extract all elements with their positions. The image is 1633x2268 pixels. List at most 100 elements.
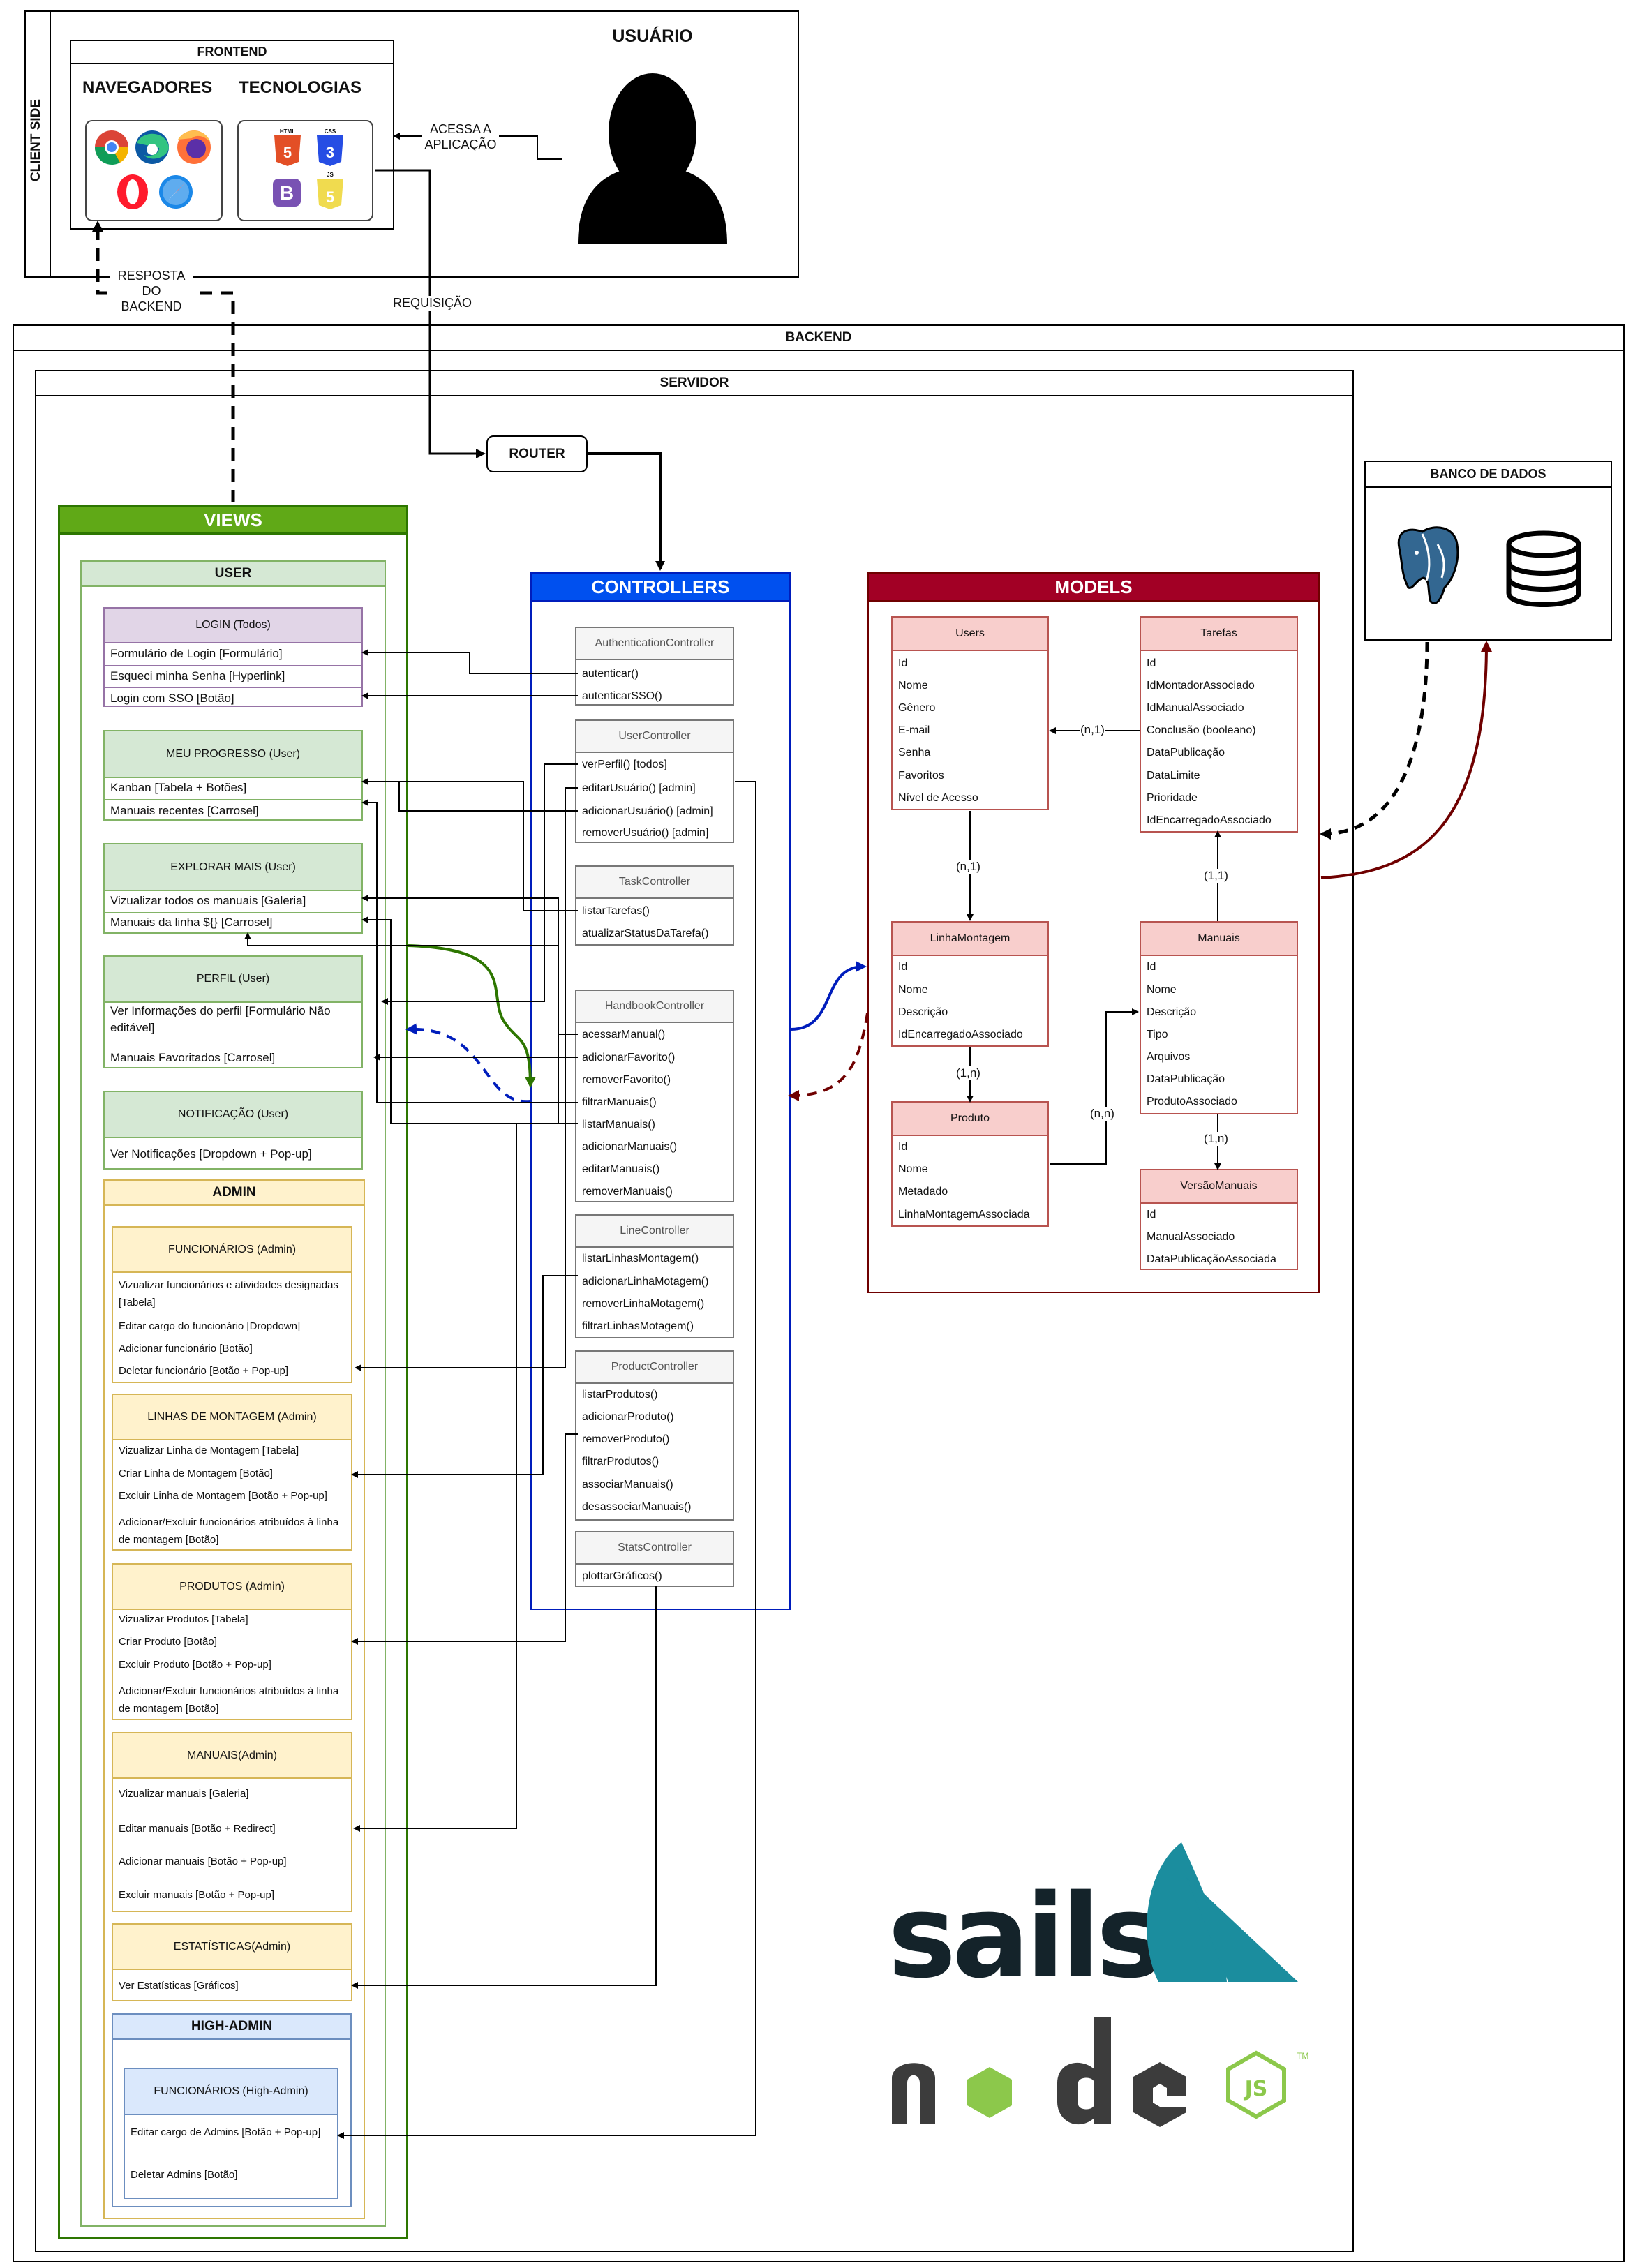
admin-card-item[interactable]: Adicionar manuais [Botão + Pop-up]: [119, 1856, 287, 1867]
controller-method: verPerfil() [todos]: [582, 759, 667, 770]
link-line-view: [351, 1275, 578, 1478]
view-card-item[interactable]: Vizualizar todos os manuais [Galeria]: [110, 894, 306, 907]
svg-text:CSS: CSS: [325, 128, 336, 135]
css3-icon: 3 CSS: [317, 128, 343, 166]
node-js-mark: JS: [1244, 2077, 1268, 2101]
controller-method: autenticarSSO(): [582, 690, 662, 702]
view-card-item[interactable]: Ver Notificações [Dropdown + Pop-up]: [110, 1147, 312, 1161]
chrome-icon: [94, 130, 129, 165]
admin-card-item[interactable]: Excluir manuais [Botão + Pop-up]: [119, 1889, 275, 1901]
controller-method: listarLinhasMontagem(): [582, 1253, 699, 1264]
view-card-title: MEU PROGRESSO (User): [105, 731, 361, 778]
controller-method: plottarGráficos(): [582, 1570, 662, 1582]
relation-label: (1,n): [1204, 1132, 1228, 1146]
label-response: RESPOSTA DO BACKEND: [110, 268, 193, 314]
models-title: MODELS: [869, 574, 1318, 602]
admin-card-title: ESTATÍSTICAS(Admin): [113, 1925, 351, 1970]
view-card-item[interactable]: Esqueci minha Senha [Hyperlink]: [110, 669, 285, 682]
highadmin-card-item[interactable]: Editar cargo de Admins [Botão + Pop-up]: [131, 2126, 321, 2138]
controller-method: adicionarUsuário() [admin]: [582, 805, 713, 817]
link-stats-view: [351, 1586, 657, 1989]
admin-card-item[interactable]: Editar manuais [Botão + Redirect]: [119, 1823, 276, 1835]
safari-icon: [159, 175, 193, 209]
admin-card-item[interactable]: Vizualizar Produtos [Tabela]: [119, 1613, 248, 1625]
sails-logo: sails: [888, 1842, 1298, 2004]
view-card-item[interactable]: Manuais da linha ${} [Carrosel]: [110, 916, 273, 929]
admin-card-item[interactable]: Adicionar/Excluir funcionários atribuído…: [119, 1516, 339, 1546]
view-card-item[interactable]: Manuais Favoritados [Carrosel]: [110, 1051, 276, 1064]
user-group: USER: [80, 560, 386, 2227]
svg-text:5: 5: [326, 188, 334, 206]
controller-method: adicionarProduto(): [582, 1411, 674, 1423]
view-card-divider: [105, 687, 361, 688]
view-card-divider: [105, 665, 361, 666]
link-product-view: [351, 1433, 578, 1645]
link-adicionarusuario-func: [361, 778, 578, 812]
node-tm-mark: TM: [1297, 2051, 1308, 2061]
admin-card-item[interactable]: Ver Estatísticas [Gráficos]: [119, 1980, 239, 1992]
frontend-title: FRONTEND: [71, 41, 393, 64]
admin-card-item[interactable]: Excluir Linha de Montagem [Botão + Pop-u…: [119, 1490, 327, 1502]
model-entity-field: E-mail: [898, 724, 930, 736]
model-entity-field: DataPublicaçãoAssociada: [1147, 1253, 1276, 1265]
admin-card-item[interactable]: Vizualizar manuais [Galeria]: [119, 1788, 249, 1800]
admin-card-item[interactable]: Adicionar/Excluir funcionários atribuído…: [119, 1685, 339, 1715]
controller-name: TaskController: [576, 867, 733, 899]
user-title: USUÁRIO: [612, 27, 693, 46]
model-entity-field: LinhaMontagemAssociada: [898, 1209, 1030, 1221]
admin-card-item[interactable]: Vizualizar Linha de Montagem [Tabela]: [119, 1445, 299, 1456]
view-card-title: EXPLORAR MAIS (User): [105, 844, 361, 891]
view-card-item[interactable]: Formulário de Login [Formulário]: [110, 647, 283, 660]
edge-models-to-controllers: [788, 1013, 869, 1101]
views-title: VIEWS: [60, 507, 406, 535]
database-title: BANCO DE DADOS: [1366, 462, 1611, 488]
model-entity-field: Id: [1147, 657, 1156, 669]
view-card-item[interactable]: Ver Informações do perfil [Formulário Nã…: [110, 1004, 331, 1034]
svg-text:B: B: [280, 182, 294, 204]
router-box[interactable]: ROUTER: [486, 435, 588, 472]
edge-response: [92, 221, 235, 502]
model-entity-field: Conclusão (booleano): [1147, 724, 1256, 736]
link-verperfil-perfil: [381, 763, 578, 1005]
highadmin-card-item[interactable]: Deletar Admins [Botão]: [131, 2169, 238, 2181]
admin-card-item[interactable]: Editar cargo do funcionário [Dropdown]: [119, 1320, 301, 1332]
controller-method: filtrarManuais(): [582, 1096, 657, 1108]
admin-card-item[interactable]: Excluir Produto [Botão + Pop-up]: [119, 1659, 271, 1671]
controller-method: filtrarProdutos(): [582, 1456, 659, 1468]
admin-card-title: FUNCIONÁRIOS (Admin): [113, 1228, 351, 1273]
edge-controllers-to-views: [405, 1023, 531, 1103]
backend-title: BACKEND: [14, 326, 1623, 351]
controller-name: UserController: [576, 721, 733, 753]
admin-card-item[interactable]: Vizualizar funcionários e atividades des…: [119, 1279, 338, 1308]
relation-label: (1,n): [956, 1066, 980, 1080]
link-task-progresso: [361, 778, 578, 911]
bootstrap-icon: B: [273, 179, 301, 207]
model-entity-name: Users: [893, 618, 1047, 651]
model-entity-field: Descrição: [1147, 1006, 1197, 1018]
relation-label: (n,n): [1090, 1107, 1114, 1121]
view-card-item[interactable]: Kanban [Tabela + Botões]: [110, 781, 247, 794]
admin-card-item[interactable]: Deletar funcionário [Botão + Pop-up]: [119, 1365, 289, 1377]
model-entity-field: Nome: [1147, 984, 1177, 996]
admin-card-item[interactable]: Adicionar funcionário [Botão]: [119, 1343, 253, 1355]
admin-card-item[interactable]: Criar Produto [Botão]: [119, 1636, 217, 1648]
opera-icon: [117, 174, 148, 209]
link-listarmanuais-explorar: [361, 916, 578, 1124]
admin-card-item[interactable]: Criar Linha de Montagem [Botão]: [119, 1468, 273, 1479]
model-entity-field: Gênero: [898, 702, 936, 714]
model-entity-field: Nome: [898, 1163, 928, 1175]
controller-method: atualizarStatusDaTarefa(): [582, 927, 709, 939]
sails-logo-text: sails: [888, 1870, 1161, 2004]
link-editarusuario-func: [355, 787, 578, 1371]
view-card-title: PERFIL (User): [105, 957, 361, 1003]
view-card-item[interactable]: Login com SSO [Botão]: [110, 692, 234, 705]
admin-card-5: ESTATÍSTICAS(Admin) Ver Estatísticas [Grá…: [112, 1923, 352, 2001]
view-card-item[interactable]: Manuais recentes [Carrosel]: [110, 804, 259, 817]
